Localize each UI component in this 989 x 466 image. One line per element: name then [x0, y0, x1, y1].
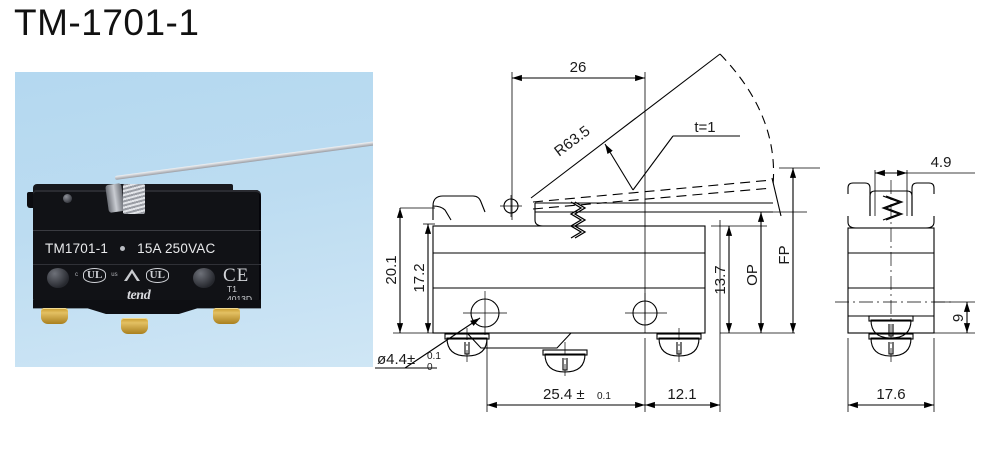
dim-mounting-hole-tol-lower: 0	[427, 362, 433, 373]
switch-date-code-line2: 4013D	[227, 294, 253, 304]
ul-mark-icon-2: UL	[145, 268, 169, 283]
certification-marks: c UL us UL	[75, 268, 169, 283]
switch-label-row: TM1701-1 15A 250VAC	[45, 234, 255, 262]
dim-mounting-hole-diameter: ø4.4±	[377, 351, 415, 368]
ce-mark-icon: CE	[223, 265, 250, 286]
dim-mounting-hole-tol-upper: 0.1	[427, 351, 441, 362]
switch-label-divider-top	[33, 230, 261, 231]
ul-prefix-label: c	[75, 272, 78, 279]
switch-terminal-3	[213, 308, 240, 324]
dim-free-position: FP	[776, 245, 793, 264]
lever-spring	[123, 184, 145, 214]
switch-label-dot	[120, 245, 126, 251]
dim-operating-position: OP	[744, 264, 761, 286]
dim-edge-distance: 12.1	[667, 386, 696, 403]
ul-mark-icon: UL	[83, 268, 107, 283]
switch-rating-label: 15A 250VAC	[137, 240, 216, 256]
switch-date-code-line1: T1	[227, 284, 237, 294]
switch-screw-terminal-left	[47, 268, 69, 288]
dim-body-height: 17.2	[411, 263, 428, 292]
switch-label-divider-bottom	[33, 264, 261, 265]
switch-date-code: T1 4013D	[227, 284, 252, 304]
brand-logo: tend	[127, 288, 151, 303]
page-title: TM-1701-1	[14, 2, 200, 43]
dim-plunger-width: 4.9	[931, 154, 952, 171]
dim-lever-length: 26	[570, 59, 587, 76]
triangle-approval-icon	[123, 268, 141, 282]
lever-wire-actuator	[114, 140, 373, 180]
dim-hole-center-height: 13.7	[712, 265, 729, 294]
dim-body-width: 17.6	[876, 386, 905, 403]
switch-rivet	[63, 194, 72, 203]
switch-screw-terminal-right	[193, 268, 215, 288]
switch-terminal-2	[121, 318, 148, 334]
dim-lever-radius: R63.5	[551, 123, 593, 161]
dim-lever-thickness: t=1	[694, 119, 715, 136]
switch-body	[33, 190, 261, 302]
dimensional-drawing: 26 R63.5 t=1 20.1 17.2 13.7 OP FP ø4.4± …	[375, 20, 989, 440]
dim-hole-spacing: 25.4 ±	[543, 386, 585, 403]
dim-hole-spacing-tol: 0.1	[597, 391, 611, 402]
dim-terminal-offset: 9	[950, 314, 967, 322]
dim-overall-height: 20.1	[383, 255, 400, 284]
switch-terminal-1	[41, 308, 68, 324]
ul-suffix-label: us	[111, 272, 118, 279]
product-photo: TM1701-1 15A 250VAC c UL us UL CE T1 401…	[15, 72, 373, 367]
switch-model-label: TM1701-1	[45, 240, 109, 256]
